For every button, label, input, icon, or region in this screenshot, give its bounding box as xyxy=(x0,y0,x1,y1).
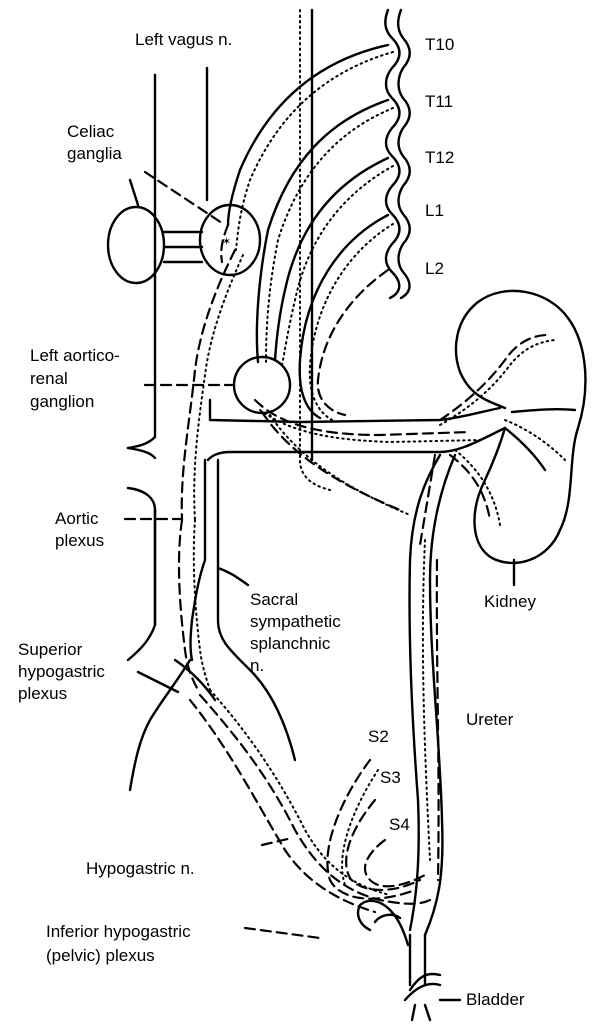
label-superior-3: plexus xyxy=(18,684,67,703)
label-t12: T12 xyxy=(425,148,454,167)
label-superior-2: hypogastric xyxy=(18,662,105,681)
aorticorenal-ganglion xyxy=(145,357,290,413)
label-sacral-4: n. xyxy=(250,656,264,675)
label-s3: S3 xyxy=(380,768,401,787)
label-ureter: Ureter xyxy=(466,710,514,729)
label-inferior-2: (pelvic) plexus xyxy=(46,946,155,965)
label-celiac-1: Celiac xyxy=(67,122,115,141)
label-sacral-3: splanchnic xyxy=(250,634,331,653)
label-sacral-1: Sacral xyxy=(250,590,298,609)
label-inferior-1: Inferior hypogastric xyxy=(46,922,191,941)
label-hypogastric-n: Hypogastric n. xyxy=(86,859,195,878)
label-t10: T10 xyxy=(425,35,454,54)
label-aortic-1: Aortic xyxy=(55,509,99,528)
label-aortic-2: plexus xyxy=(55,531,104,550)
label-s4: S4 xyxy=(389,815,410,834)
label-kidney: Kidney xyxy=(484,592,536,611)
hypogastric-nerve xyxy=(190,690,430,912)
label-aorticorenal-1: Left aortico- xyxy=(30,346,120,365)
sacral-splanchnic-loops xyxy=(327,760,425,899)
label-superior-1: Superior xyxy=(18,640,83,659)
label-aorticorenal-3: ganglion xyxy=(30,392,94,411)
bladder-area xyxy=(358,901,440,1020)
label-aorticorenal-2: renal xyxy=(30,369,68,388)
label-l2: L2 xyxy=(425,259,444,278)
ureter xyxy=(409,455,455,935)
label-s2: S2 xyxy=(368,727,389,746)
label-sacral-2: sympathetic xyxy=(250,612,341,631)
label-bladder: Bladder xyxy=(466,990,525,1009)
label-celiac-2: ganglia xyxy=(67,144,122,163)
kidney xyxy=(440,291,585,585)
splanchnic-nerves xyxy=(228,10,393,490)
label-left-vagus: Left vagus n. xyxy=(135,30,232,49)
sympathetic-chain xyxy=(385,10,409,298)
label-l1: L1 xyxy=(425,201,444,220)
label-t11: T11 xyxy=(425,92,453,111)
